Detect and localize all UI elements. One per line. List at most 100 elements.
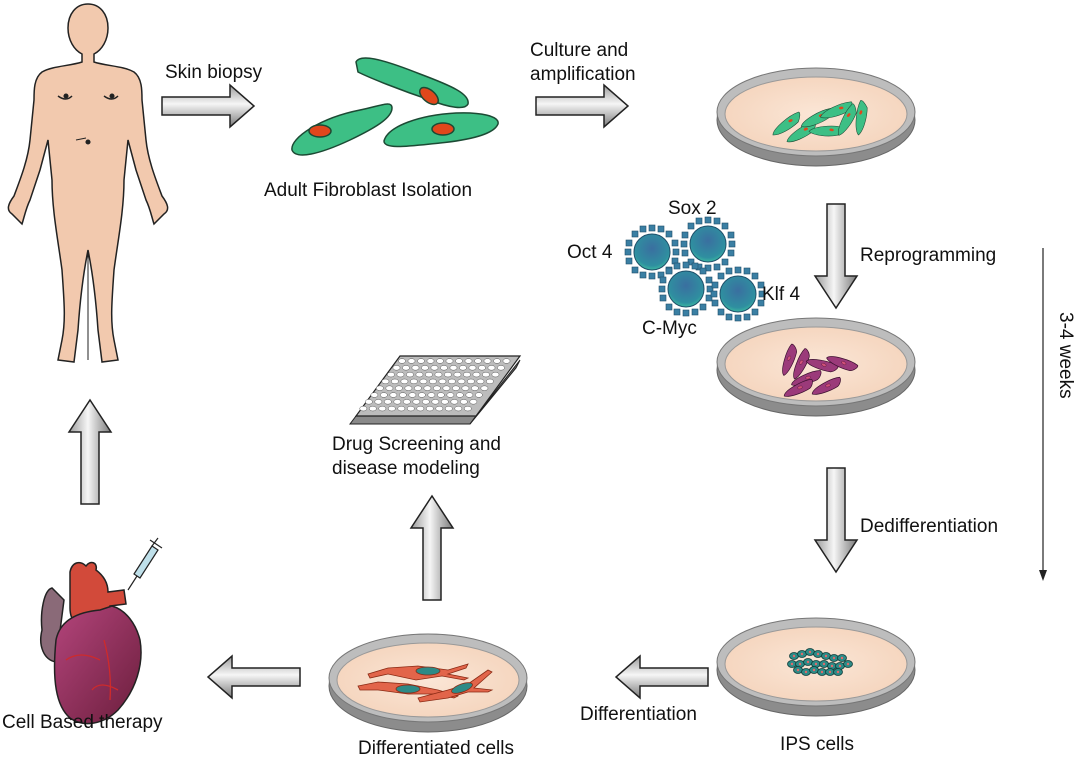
ips-nucleus: [822, 662, 826, 666]
well: [429, 378, 437, 385]
well: [383, 399, 392, 405]
well: [427, 392, 436, 398]
label-factor-oct4: Oct 4: [567, 242, 613, 263]
ips-nucleus: [792, 654, 796, 658]
ips-nucleus: [798, 662, 802, 666]
label-factor-klf4: Klf 4: [762, 284, 801, 305]
well: [487, 365, 496, 371]
well: [425, 371, 433, 378]
virus-cmyc-icon: [658, 261, 714, 317]
human-body-icon: [7, 3, 169, 363]
well: [483, 358, 492, 364]
well: [459, 399, 468, 405]
well: [444, 371, 452, 378]
well: [407, 358, 416, 364]
label-fibroblast-isolation: Adult Fibroblast Isolation: [264, 180, 473, 201]
label-drug-line2: disease modeling: [332, 458, 480, 479]
label-ips-cells: IPS cells: [780, 734, 854, 755]
ips-nucleus: [808, 650, 812, 654]
well: [406, 371, 414, 378]
well: [416, 405, 425, 412]
label-timeline: 3-4 weeks: [1055, 312, 1076, 399]
well: [476, 378, 485, 385]
arrow-cell-therapy: [207, 655, 301, 699]
label-differentiated-cells: Differentiated cells: [358, 738, 514, 759]
well: [475, 392, 483, 398]
well: [486, 378, 494, 385]
ips-colony-icon: [787, 648, 853, 676]
well: [381, 378, 390, 385]
well: [453, 371, 462, 378]
well-plate-icon: [349, 355, 522, 425]
arrow-drug-screening: [410, 495, 454, 601]
label-differentiation: Differentiation: [580, 704, 697, 725]
well: [414, 385, 422, 391]
well: [474, 358, 482, 364]
well: [385, 385, 394, 391]
well: [396, 371, 405, 378]
well: [408, 392, 417, 398]
ips-nucleus: [790, 662, 794, 666]
well: [442, 385, 451, 391]
well: [469, 399, 478, 405]
well: [444, 405, 453, 412]
ips-nucleus: [836, 670, 840, 674]
well: [450, 399, 459, 405]
well: [430, 365, 439, 371]
label-factor-sox2: Sox 2: [668, 198, 717, 219]
well: [417, 358, 425, 364]
well: [410, 378, 418, 385]
well: [464, 358, 473, 364]
label-skin-biopsy: Skin biopsy: [165, 62, 263, 83]
well: [378, 405, 387, 412]
well: [465, 392, 474, 398]
well: [468, 365, 477, 371]
well: [433, 385, 441, 391]
label-culture-line1: Culture and: [530, 40, 629, 61]
label-reprogramming: Reprogramming: [860, 245, 997, 266]
well: [438, 378, 447, 385]
well: [404, 385, 413, 391]
culture-dish-fibroblasts: [716, 67, 916, 167]
well: [448, 378, 456, 385]
arrow-dedifferentiation: [814, 467, 858, 573]
well: [457, 378, 466, 385]
ips-nucleus: [846, 662, 850, 666]
culture-dish-ips-cells: [716, 617, 916, 717]
well: [437, 392, 445, 398]
arrow-differentiation: [615, 655, 709, 699]
culture-dish-differentiated: [328, 633, 528, 733]
arrow-skin-biopsy: [161, 84, 255, 128]
well: [446, 392, 455, 398]
well: [497, 365, 505, 371]
ips-nucleus: [816, 652, 820, 656]
ips-nucleus: [838, 664, 842, 668]
well: [398, 358, 406, 364]
arrow-reprogramming: [814, 203, 858, 309]
well: [411, 365, 420, 371]
arrow-culture: [535, 84, 629, 128]
well: [421, 399, 430, 405]
well: [399, 392, 407, 398]
ips-nucleus: [812, 668, 816, 672]
ips-nucleus: [800, 652, 804, 656]
arrow-return-to-patient: [68, 399, 112, 505]
ips-nucleus: [796, 668, 800, 672]
well: [393, 399, 402, 405]
well: [467, 378, 475, 385]
ips-nucleus: [824, 654, 828, 658]
well: [472, 371, 481, 378]
well: [359, 405, 368, 412]
well: [471, 385, 479, 391]
ips-nucleus: [840, 656, 844, 660]
well: [387, 405, 396, 412]
well: [374, 399, 383, 405]
ips-nucleus: [804, 670, 808, 674]
well: [491, 371, 500, 378]
well: [482, 371, 490, 378]
fibroblast-cells-icon: [291, 57, 499, 156]
ips-nucleus: [806, 660, 810, 664]
well: [440, 399, 449, 405]
well: [463, 405, 472, 412]
